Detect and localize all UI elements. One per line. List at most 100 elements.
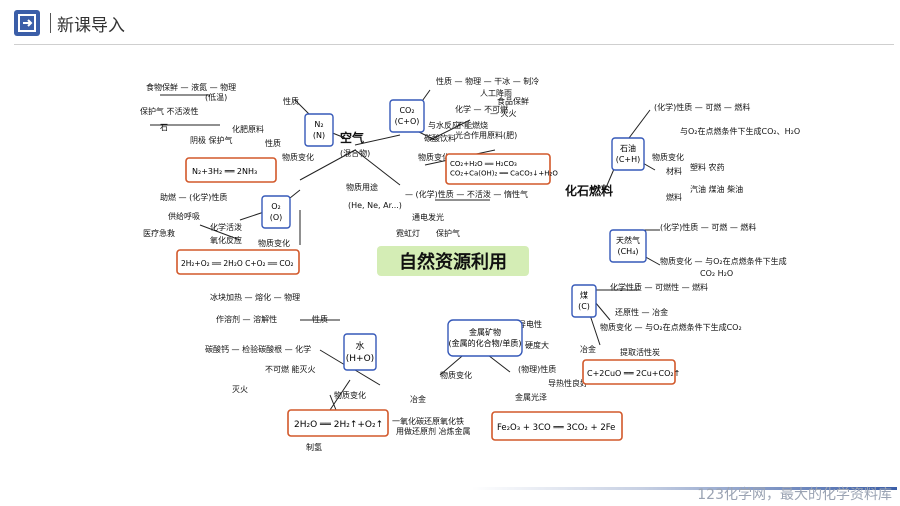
- footer-watermark: 123化学网，最大的化学资料库: [697, 487, 892, 503]
- svg-text:化学 — 不可燃: 化学 — 不可燃: [455, 104, 508, 114]
- svg-text:性质: 性质: [312, 314, 328, 324]
- svg-text:(低温): (低温): [205, 92, 227, 102]
- reaction-o2: 2H₂+O₂ ══ 2H₂O C+O₂ ══ CO₂: [176, 249, 300, 275]
- svg-text:碳酸饮料: 碳酸饮料: [424, 133, 456, 143]
- logo-icon: [14, 10, 40, 36]
- svg-text:冶金: 冶金: [580, 344, 596, 354]
- svg-text:物质变化 — 与O₂在点燃条件下生成: 物质变化 — 与O₂在点燃条件下生成: [660, 256, 787, 266]
- fossil-title: 化石燃料: [565, 183, 613, 198]
- svg-text:冶金: 冶金: [410, 394, 426, 404]
- reaction-n2: N₂+3H₂ ══ 2NH₃: [185, 157, 277, 183]
- svg-text:光合作用原料(肥): 光合作用原料(肥): [455, 130, 517, 140]
- svg-text:导热性良好: 导热性良好: [548, 378, 588, 388]
- footer-line: [472, 487, 897, 490]
- svg-text:塑料 农药: 塑料 农药: [690, 162, 725, 172]
- center-title-group: 自然资源利用: [377, 246, 529, 276]
- header-divider: [14, 44, 894, 45]
- box-gas: 天然气(CH₄): [609, 229, 647, 263]
- reaction-water: 2H₂O ══ 2H₂↑+O₂↑: [287, 409, 389, 437]
- svg-text:性质: 性质: [283, 96, 299, 106]
- svg-text:物质变化 — 与O₂在点燃条件下生成CO₂: 物质变化 — 与O₂在点燃条件下生成CO₂: [600, 322, 742, 332]
- reaction-metal: Fe₂O₃ + 3CO ══ 3CO₂ + 2Fe: [491, 411, 623, 441]
- box-co2: CO₂(C+O): [389, 99, 425, 133]
- box-o2: O₂(O): [261, 195, 291, 229]
- svg-text:N₂+3H₂ ══ 2NH₃: N₂+3H₂ ══ 2NH₃: [192, 167, 257, 176]
- svg-text:金属光泽: 金属光泽: [515, 392, 547, 402]
- svg-text:食物保鲜 — 液氮 — 物理: 食物保鲜 — 液氮 — 物理: [146, 82, 236, 92]
- svg-text:灭火: 灭火: [232, 385, 248, 394]
- svg-text:碳酸钙 — 检验碳酸根 — 化学: 碳酸钙 — 检验碳酸根 — 化学: [205, 344, 311, 354]
- svg-text:人工降雨: 人工降雨: [480, 88, 512, 98]
- header-separator: [50, 13, 51, 33]
- svg-text:提取活性炭: 提取活性炭: [620, 347, 660, 357]
- svg-text:与水反应: 与水反应: [428, 120, 460, 130]
- svg-text:(物理)性质: (物理)性质: [518, 364, 556, 374]
- svg-text:O₂(O): O₂(O): [270, 202, 283, 222]
- svg-text:汽油 煤油 柴油: 汽油 煤油 柴油: [690, 184, 743, 194]
- svg-text:供给呼吸: 供给呼吸: [168, 211, 200, 221]
- svg-text:不能燃烧: 不能燃烧: [456, 120, 488, 130]
- svg-text:通电发光: 通电发光: [412, 212, 444, 222]
- air-subtitle: (混合物): [340, 148, 370, 158]
- center-title: 自然资源利用: [399, 251, 507, 273]
- svg-text:化学活泼: 化学活泼: [210, 222, 242, 232]
- svg-text:性质: 性质: [265, 138, 281, 148]
- svg-text:金属矿物(金属的化合物/单质): 金属矿物(金属的化合物/单质): [449, 327, 522, 348]
- svg-text:CO₂(C+O): CO₂(C+O): [395, 106, 420, 126]
- svg-text:物质变化: 物质变化: [652, 152, 684, 162]
- svg-text:Fe₂O₃ + 3CO ══ 3CO₂ + 2Fe: Fe₂O₃ + 3CO ══ 3CO₂ + 2Fe: [497, 423, 615, 433]
- svg-text:石: 石: [160, 123, 168, 132]
- svg-text:物质变化: 物质变化: [258, 238, 290, 248]
- svg-text:食品保鲜: 食品保鲜: [497, 96, 529, 106]
- svg-text:物质变化: 物质变化: [282, 152, 314, 162]
- svg-text:(He, Ne, Ar...): (He, Ne, Ar...): [348, 201, 402, 210]
- svg-text:(化学)性质 — 可燃 — 燃料: (化学)性质 — 可燃 — 燃料: [654, 102, 750, 112]
- box-coal: 煤(C): [571, 284, 597, 318]
- air-title: 空气: [340, 130, 364, 145]
- svg-text:还原性 — 冶金: 还原性 — 冶金: [615, 307, 668, 317]
- svg-text:制氢: 制氢: [306, 442, 322, 452]
- svg-text:助燃 — (化学)性质: 助燃 — (化学)性质: [160, 192, 227, 202]
- svg-text:用做还原剂 冶炼金属: 用做还原剂 冶炼金属: [396, 426, 471, 436]
- svg-text:— (化学)性质 — 不活泼 — 惰性气: — (化学)性质 — 不活泼 — 惰性气: [405, 189, 528, 199]
- svg-text:保护气: 保护气: [436, 228, 460, 238]
- header: 新课导入: [0, 0, 900, 46]
- svg-text:霓虹灯: 霓虹灯: [396, 228, 420, 238]
- svg-text:2H₂+O₂ ══ 2H₂O C+O₂ ══ CO₂: 2H₂+O₂ ══ 2H₂O C+O₂ ══ CO₂: [181, 259, 294, 268]
- svg-text:氧化反应: 氧化反应: [210, 235, 242, 245]
- svg-text:冰块加热 — 熔化 — 物理: 冰块加热 — 熔化 — 物理: [210, 292, 300, 302]
- box-metal: 金属矿物(金属的化合物/单质): [447, 319, 523, 357]
- svg-text:— 灭火: — 灭火: [490, 109, 517, 118]
- svg-text:一氧化碳还原氧化铁: 一氧化碳还原氧化铁: [392, 416, 464, 426]
- svg-text:物质变化: 物质变化: [418, 152, 450, 162]
- svg-text:化学性质 — 可燃性 — 燃料: 化学性质 — 可燃性 — 燃料: [610, 282, 708, 292]
- svg-text:(化学)性质 — 可燃 — 燃料: (化学)性质 — 可燃 — 燃料: [660, 222, 756, 232]
- svg-text:物质变化: 物质变化: [334, 390, 366, 400]
- box-water: 水(H+O): [343, 333, 377, 371]
- svg-text:物质变化: 物质变化: [440, 370, 472, 380]
- svg-text:作溶剂 — 溶解性: 作溶剂 — 溶解性: [216, 314, 277, 324]
- svg-text:2H₂O ══ 2H₂↑+O₂↑: 2H₂O ══ 2H₂↑+O₂↑: [294, 420, 383, 430]
- svg-text:导电性: 导电性: [518, 319, 542, 329]
- reaction-coal: C+2CuO ══ 2Cu+CO₂↑: [582, 359, 680, 385]
- svg-text:保护气 不活泼性: 保护气 不活泼性: [140, 106, 199, 116]
- svg-text:化肥原料: 化肥原料: [232, 124, 264, 134]
- svg-text:CO₂ H₂O: CO₂ H₂O: [700, 269, 733, 278]
- svg-text:N₂(N): N₂(N): [313, 120, 325, 140]
- svg-text:医疗急救: 医疗急救: [143, 228, 175, 238]
- svg-text:不可燃 能灭火: 不可燃 能灭火: [265, 364, 316, 374]
- svg-text:煤(C): 煤(C): [578, 290, 590, 311]
- svg-text:C+2CuO ══ 2Cu+CO₂↑: C+2CuO ══ 2Cu+CO₂↑: [587, 369, 680, 378]
- svg-text:石油(C+H): 石油(C+H): [616, 143, 641, 164]
- svg-text:材料: 材料: [666, 166, 682, 176]
- svg-text:阴极 保护气: 阴极 保护气: [190, 135, 233, 145]
- svg-text:硬度大: 硬度大: [525, 340, 549, 350]
- svg-text:水(H+O): 水(H+O): [346, 340, 374, 364]
- svg-text:燃料: 燃料: [666, 192, 682, 202]
- handwritten-notes: 食物保鲜 — 液氮 — 物理 (低温) 保护气 不活泼性 石 阴极 保护气 化肥…: [140, 76, 800, 452]
- svg-text:物质用途: 物质用途: [346, 182, 378, 192]
- svg-text:与O₂在点燃条件下生成CO₂、H₂O: 与O₂在点燃条件下生成CO₂、H₂O: [680, 126, 800, 136]
- box-n2: N₂(N): [304, 113, 334, 147]
